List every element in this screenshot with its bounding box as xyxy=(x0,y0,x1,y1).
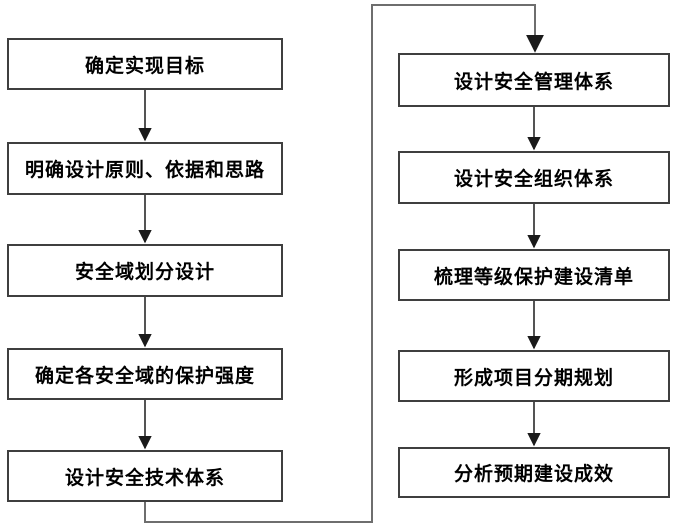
flow-node-expected-results-analysis: 分析预期建设成效 xyxy=(398,447,670,498)
flow-node-label: 形成项目分期规划 xyxy=(453,367,614,389)
flow-node-security-mgmt-system: 设计安全管理体系 xyxy=(398,53,670,107)
flow-node-graded-protection-list: 梳理等级保护建设清单 xyxy=(398,249,670,301)
flow-node-security-org-system: 设计安全组织体系 xyxy=(398,151,670,204)
flow-node-security-tech-system: 设计安全技术体系 xyxy=(7,450,283,502)
flow-node-label: 分析预期建设成效 xyxy=(453,464,614,485)
connector-left-to-right-column xyxy=(144,4,544,523)
flow-node-protection-strength: 确定各安全域的保护强度 xyxy=(7,348,283,400)
flow-node-security-domain-division: 安全域划分设计 xyxy=(7,244,283,297)
flow-node-label: 设计安全技术体系 xyxy=(64,467,225,489)
flow-node-label: 确定实现目标 xyxy=(84,55,205,77)
flow-node-label: 确定各安全域的保护强度 xyxy=(34,365,255,387)
flow-node-clarify-principles: 明确设计原则、依据和思路 xyxy=(7,142,283,195)
flow-node-define-goals: 确定实现目标 xyxy=(7,38,283,90)
flow-node-label: 设计安全组织体系 xyxy=(453,169,614,190)
flow-node-label: 梳理等级保护建设清单 xyxy=(433,266,634,288)
flow-node-label: 安全域划分设计 xyxy=(74,262,215,283)
flow-node-label: 设计安全管理体系 xyxy=(453,71,614,93)
flow-node-label: 明确设计原则、依据和思路 xyxy=(24,160,265,181)
flow-node-project-phase-plan: 形成项目分期规划 xyxy=(398,350,670,402)
